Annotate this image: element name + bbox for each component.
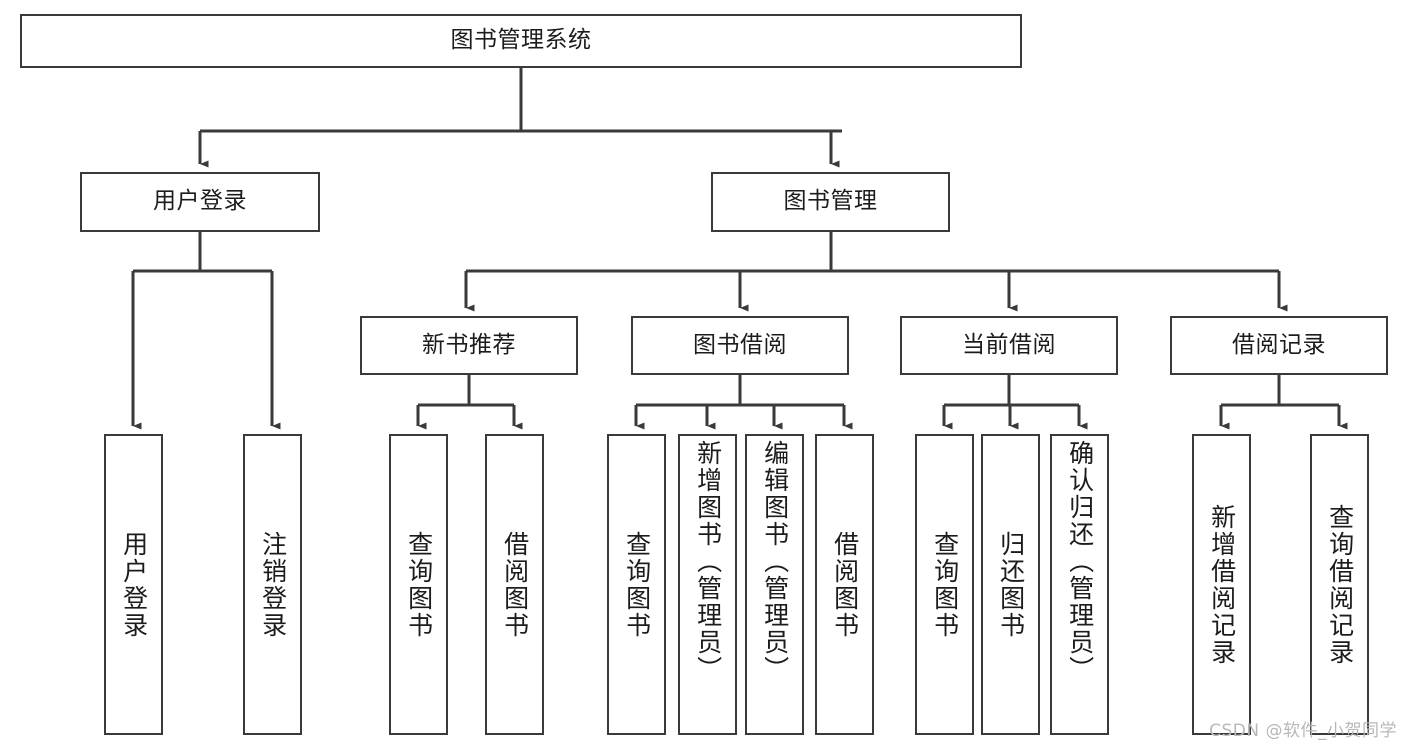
node-leaf-query-book-3[interactable]: 查询图书	[915, 434, 974, 735]
node-current-borrow[interactable]: 当前借阅	[900, 316, 1118, 375]
node-user-login[interactable]: 用户登录	[80, 172, 320, 232]
node-book-borrow[interactable]: 图书借阅	[631, 316, 849, 375]
node-leaf-query-record[interactable]: 查询借阅记录	[1310, 434, 1369, 735]
node-leaf-add-book[interactable]: 新增图书（管理员）	[678, 434, 737, 735]
node-root-label: 图书管理系统	[450, 27, 592, 54]
node-leaf-user-login-label: 用户登录	[119, 530, 149, 639]
node-leaf-return-book[interactable]: 归还图书	[981, 434, 1040, 735]
node-leaf-borrow-book-1-label: 借阅图书	[500, 530, 530, 639]
node-book-borrow-label: 图书借阅	[693, 331, 787, 358]
node-borrow-record[interactable]: 借阅记录	[1170, 316, 1388, 375]
node-leaf-add-book-label: 新增图书（管理员）	[693, 440, 723, 683]
node-root[interactable]: 图书管理系统	[20, 14, 1022, 68]
node-leaf-add-record[interactable]: 新增借阅记录	[1192, 434, 1251, 735]
node-leaf-borrow-book-1[interactable]: 借阅图书	[485, 434, 544, 735]
node-leaf-query-book-1[interactable]: 查询图书	[389, 434, 448, 735]
node-leaf-edit-book[interactable]: 编辑图书（管理员）	[745, 434, 804, 735]
node-leaf-confirm-return-label: 确认归还（管理员）	[1065, 440, 1095, 683]
node-new-book-rec[interactable]: 新书推荐	[360, 316, 578, 375]
node-leaf-edit-book-label: 编辑图书（管理员）	[760, 440, 790, 683]
node-leaf-query-record-label: 查询借阅记录	[1325, 503, 1355, 666]
node-leaf-borrow-book-2[interactable]: 借阅图书	[815, 434, 874, 735]
node-leaf-user-login[interactable]: 用户登录	[104, 434, 163, 735]
csdn-watermark: CSDN @软件_小贺同学	[1209, 721, 1397, 741]
node-borrow-record-label: 借阅记录	[1232, 331, 1326, 358]
node-book-manage-label: 图书管理	[783, 188, 878, 215]
node-leaf-add-record-label: 新增借阅记录	[1207, 503, 1237, 666]
node-current-borrow-label: 当前借阅	[962, 331, 1056, 358]
node-book-manage[interactable]: 图书管理	[711, 172, 950, 232]
node-leaf-return-book-label: 归还图书	[996, 530, 1026, 639]
node-leaf-logout[interactable]: 注销登录	[243, 434, 302, 735]
node-leaf-query-book-3-label: 查询图书	[930, 530, 960, 639]
node-new-book-rec-label: 新书推荐	[422, 331, 516, 358]
node-leaf-confirm-return[interactable]: 确认归还（管理员）	[1050, 434, 1109, 735]
node-leaf-query-book-1-label: 查询图书	[404, 530, 434, 639]
node-leaf-logout-label: 注销登录	[258, 530, 288, 639]
node-leaf-borrow-book-2-label: 借阅图书	[830, 530, 860, 639]
node-leaf-query-book-2-label: 查询图书	[622, 530, 652, 639]
node-user-login-label: 用户登录	[153, 188, 247, 215]
node-leaf-query-book-2[interactable]: 查询图书	[607, 434, 666, 735]
